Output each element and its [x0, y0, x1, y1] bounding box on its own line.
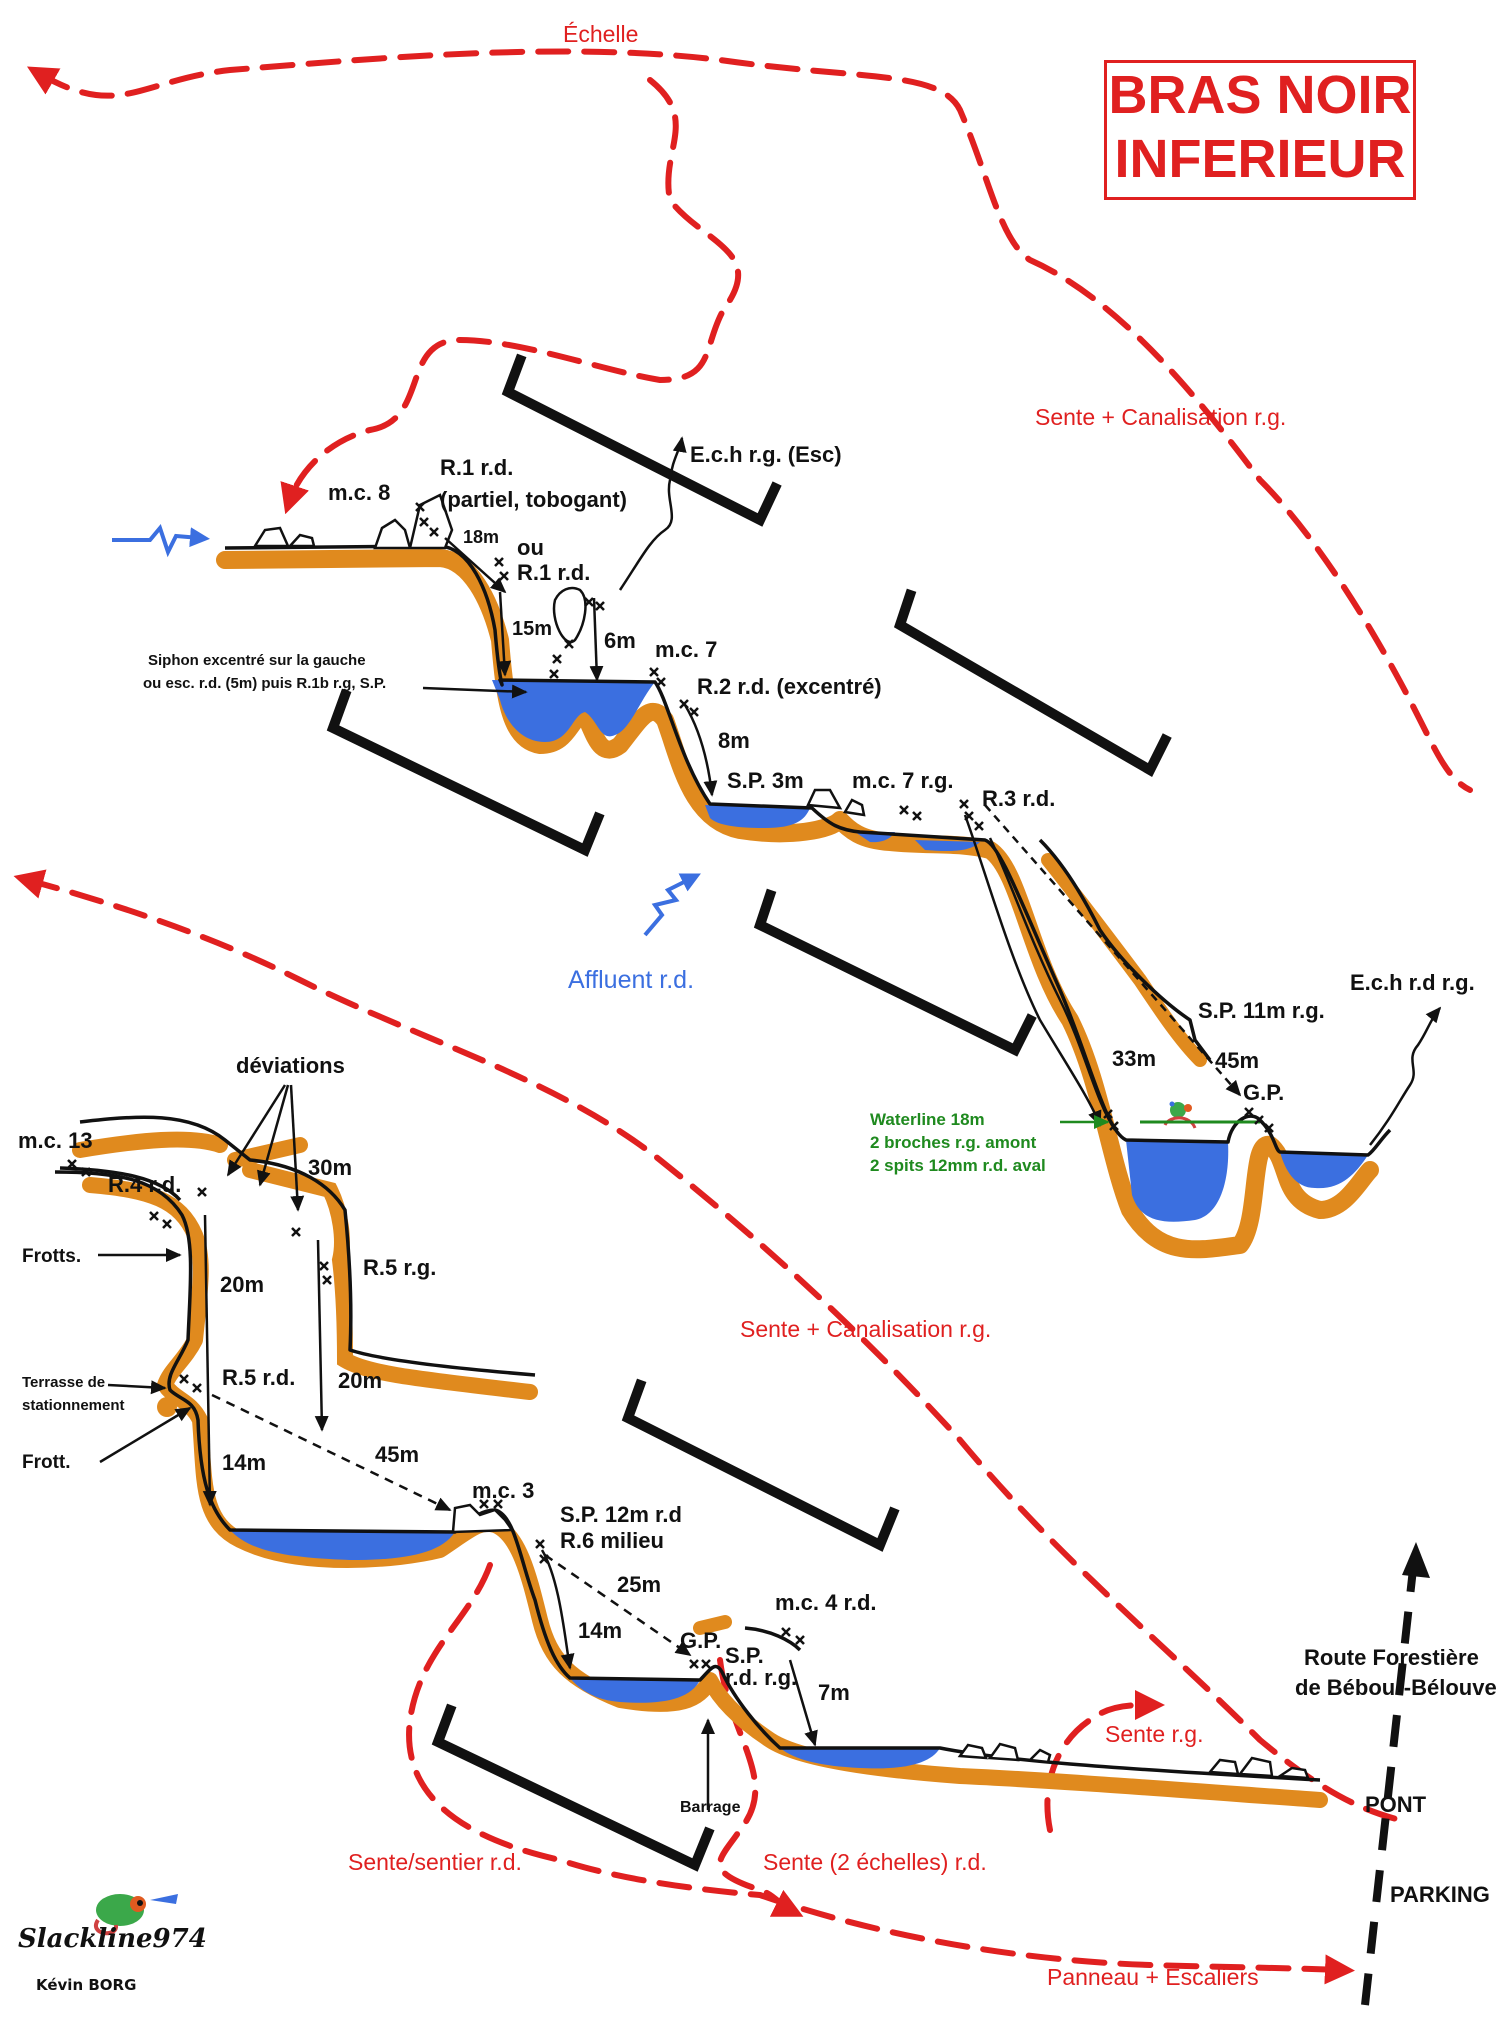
label-h45b: 45m [375, 1442, 419, 1467]
label-road-1: Route Forestière [1304, 1645, 1479, 1670]
path-panneau [757, 1892, 1355, 1985]
label-echelle: Échelle [563, 21, 638, 47]
section-1-terrain [216, 493, 1392, 1259]
anchors-1 [415, 502, 1274, 1133]
label-r2: R.2 r.d. (excentré) [697, 674, 882, 699]
label-h20a: 20m [220, 1272, 264, 1297]
label-r3: R.3 r.d. [982, 786, 1055, 811]
label-sente-canal-2: Sente + Canalisation r.g. [740, 1316, 991, 1342]
label-waterline-3: 2 spits 12mm r.d. aval [870, 1156, 1046, 1175]
exit-squiggle-icon [618, 436, 1442, 1146]
label-frott: Frott. [22, 1452, 71, 1473]
label-mc3: m.c. 3 [472, 1478, 534, 1503]
label-h33: 33m [1112, 1046, 1156, 1071]
label-barrage: Barrage [680, 1799, 741, 1816]
label-h20b: 20m [338, 1368, 382, 1393]
chameleon-logo [94, 1894, 178, 1936]
label-r5rg: R.5 r.g. [363, 1255, 436, 1280]
path-sente-canal-2 [13, 869, 1403, 1823]
label-mc13: m.c. 13 [18, 1128, 93, 1153]
label-r5rd: R.5 r.d. [222, 1365, 295, 1390]
label-parking: PARKING [1390, 1882, 1490, 1907]
label-ech-esc: E.c.h r.g. (Esc) [690, 442, 842, 467]
label-road-2: de Bébour-Bélouve [1295, 1675, 1497, 1700]
label-waterline-1: Waterline 18m [870, 1110, 985, 1129]
label-panneau: Panneau + Escaliers [1047, 1964, 1259, 1990]
label-terrasse-1: Terrasse de [22, 1374, 105, 1391]
label-h15: 15m [512, 618, 552, 640]
label-sente-sentier-rd: Sente/sentier r.d. [348, 1849, 522, 1875]
label-mc7: m.c. 7 [655, 637, 717, 662]
label-h7: 7m [818, 1680, 850, 1705]
label-frotts: Frotts. [22, 1246, 81, 1267]
label-deviations: déviations [236, 1053, 345, 1078]
path-sente-sentier-rd [406, 1562, 763, 1898]
label-sente-echelles-rd: Sente (2 échelles) r.d. [763, 1849, 987, 1875]
rope-arrows-2 [98, 1084, 818, 1810]
label-mc7rg: m.c. 7 r.g. [852, 768, 954, 793]
label-sp12: S.P. 12m r.d [560, 1502, 682, 1527]
label-gp-1: G.P. [1243, 1080, 1284, 1105]
label-siphon-1: Siphon excentré sur la gauche [148, 652, 366, 669]
title-line-2: INFERIEUR [1114, 129, 1406, 189]
path-sente-rg [1044, 1690, 1165, 1833]
label-gp-2: G.P. [680, 1628, 721, 1653]
anchors-2 [67, 1159, 805, 1669]
label-h45: 45m [1215, 1048, 1259, 1073]
label-sp3: S.P. 3m [727, 768, 804, 793]
path-top-echelle [26, 48, 1473, 793]
section-brackets [326, 353, 1172, 1872]
label-affluent: Affluent r.d. [568, 966, 694, 994]
rope-arrows-1 [422, 537, 1260, 1129]
signature-author: Kévin BORG [36, 1976, 137, 1994]
label-sp11: S.P. 11m r.g. [1198, 998, 1325, 1023]
label-sente-rg: Sente r.g. [1105, 1721, 1203, 1747]
label-r6: R.6 milieu [560, 1528, 664, 1553]
label-waterline-2: 2 broches r.g. amont [870, 1133, 1037, 1152]
label-sp-rdrg-2: r.d. r.g. [725, 1665, 797, 1690]
title-box: BRAS NOIR INFERIEUR [1104, 60, 1416, 200]
label-sp-rdrg-1: S.P. [725, 1643, 764, 1668]
label-r1-alt: R.1 r.d. [517, 560, 590, 585]
label-h30: 30m [308, 1155, 352, 1180]
road-line [1361, 1542, 1430, 2006]
signature-name: Slackline974 [18, 1924, 207, 1954]
label-ech-rd: E.c.h r.d r.g. [1350, 970, 1475, 995]
label-ou: ou [517, 535, 544, 560]
signature: Slackline974 Kévin BORG [18, 1880, 208, 2000]
label-pont: PONT [1365, 1792, 1427, 1817]
label-mc4: m.c. 4 r.d. [775, 1590, 877, 1615]
label-h14a: 14m [222, 1450, 266, 1475]
label-h8: 8m [718, 728, 750, 753]
label-siphon-2: ou esc. r.d. (5m) puis R.1b r.g, S.P. [143, 675, 386, 692]
label-h6: 6m [604, 628, 636, 653]
label-r4: R.4 r.d. [108, 1172, 181, 1197]
label-sente-canal-1: Sente + Canalisation r.g. [1035, 404, 1286, 430]
label-r1-line1: R.1 r.d. [440, 455, 513, 480]
title-line-1: BRAS NOIR [1108, 65, 1412, 125]
label-mc8: m.c. 8 [328, 480, 390, 505]
label-h25: 25m [617, 1572, 661, 1597]
section-2-terrain [54, 1115, 1328, 1808]
river-inflow-icon [112, 523, 701, 937]
label-r1-line2: (partiel, tobogant) [440, 487, 627, 512]
label-h14b: 14m [578, 1618, 622, 1643]
path-sente-echelles-rd [717, 1657, 804, 1917]
label-h18: 18m [463, 527, 499, 547]
path-echelle-descent [280, 77, 742, 515]
label-terrasse-2: stationnement [22, 1397, 125, 1414]
